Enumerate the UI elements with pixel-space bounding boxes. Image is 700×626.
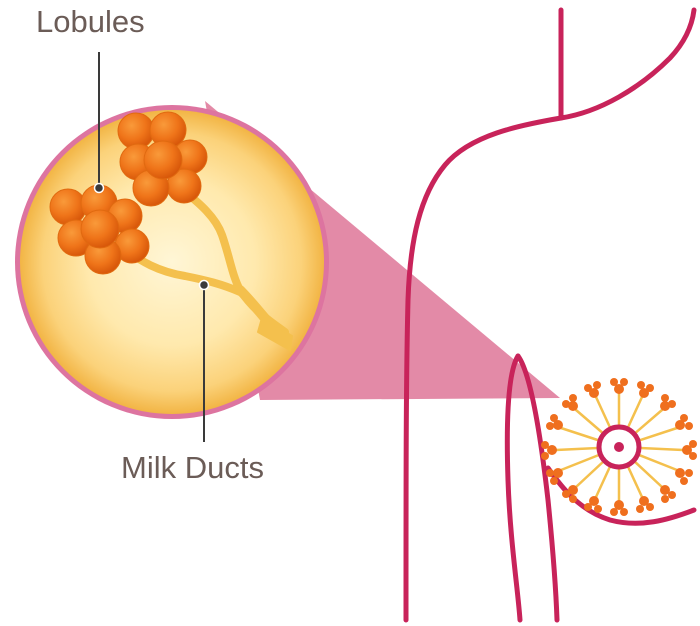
lobules-label: Lobules bbox=[36, 6, 145, 37]
lobules-pointer-dot bbox=[95, 184, 104, 193]
areola-target-icon bbox=[599, 427, 639, 467]
milk-ducts-label: Milk Ducts bbox=[121, 452, 264, 483]
ducts-pointer-dot bbox=[200, 281, 209, 290]
